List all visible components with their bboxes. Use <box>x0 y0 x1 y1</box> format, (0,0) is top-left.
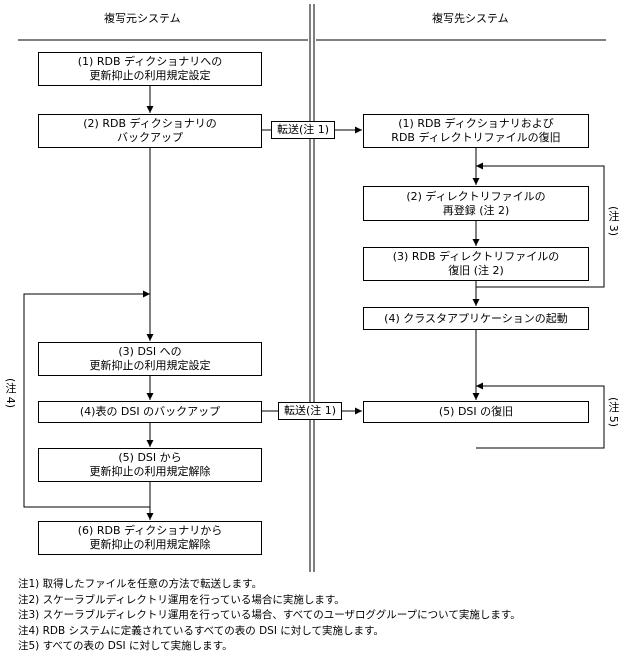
source-step-3: (3) DSI への 更新抑止の利用規定設定 <box>38 342 262 376</box>
target-system-header: 複写先システム <box>432 12 509 25</box>
footnote-5: 注5) すべての表の DSI に対して実施します。 <box>18 640 233 652</box>
source-step-6-line1: (6) RDB ディクショナリから <box>77 524 223 537</box>
footnote-4: 注4) RDB システムに定義されているすべての表の DSI に対して実施します… <box>18 624 384 637</box>
target-step-3-line1: (3) RDB ディレクトリファイルの <box>392 250 560 263</box>
target-step-3-line2: 復旧 (注 2) <box>448 264 504 277</box>
source-step-2-line2: バックアップ <box>117 131 183 144</box>
footnotes: 注1) 取得したファイルを任意の方法で転送します。 注2) スケーラブルディレク… <box>18 577 521 655</box>
loop-note5 <box>476 382 605 449</box>
target-step-5-line1: (5) DSI の復旧 <box>438 405 514 418</box>
source-step-6-line2: 更新抑止の利用規定解除 <box>89 538 211 551</box>
transfer-label-1: 転送(注 1) <box>271 121 335 139</box>
source-step-4: (4)表の DSI のバックアップ <box>38 401 262 423</box>
transfer-label-2: 転送(注 1) <box>278 402 342 420</box>
footnote-1: 注1) 取得したファイルを任意の方法で転送します。 <box>18 578 263 590</box>
target-step-5: (5) DSI の復旧 <box>363 401 589 423</box>
source-step-3-line2: 更新抑止の利用規定設定 <box>89 359 211 372</box>
loop-note3 <box>476 162 605 288</box>
target-step-1: (1) RDB ディクショナリおよび RDB ディレクトリファイルの復旧 <box>363 114 589 148</box>
footnote-2: 注2) スケーラブルディレクトリ運用を行っている場合に実施します。 <box>18 593 345 606</box>
source-step-4-line1: (4)表の DSI のバックアップ <box>79 405 221 418</box>
target-step-4: (4) クラスタアプリケーションの起動 <box>363 307 589 330</box>
target-step-1-line1: (1) RDB ディクショナリおよび <box>398 117 554 130</box>
source-system-header: 複写元システム <box>104 12 181 25</box>
target-step-3: (3) RDB ディレクトリファイルの 復旧 (注 2) <box>363 247 589 281</box>
source-step-1-line2: 更新抑止の利用規定設定 <box>89 69 211 82</box>
source-step-3-line1: (3) DSI への <box>118 345 182 358</box>
target-step-2: (2) ディレクトリファイルの 再登録 (注 2) <box>363 186 589 221</box>
footnote-3: 注3) スケーラブルディレクトリ運用を行っている場合、すべてのユーザロググループ… <box>18 609 521 621</box>
loop-label-note5: (注 5) <box>607 397 620 428</box>
target-step-2-line1: (2) ディレクトリファイルの <box>406 189 546 203</box>
target-step-2-line2: 再登録 (注 2) <box>442 203 510 217</box>
loop-label-note4: (注 4) <box>4 378 17 409</box>
source-step-2-line1: (2) RDB ディクショナリの <box>83 117 217 130</box>
source-step-5-line1: (5) DSI から <box>118 451 182 464</box>
loop-note4 <box>23 290 150 508</box>
loop-label-note3: (注 3) <box>607 206 620 237</box>
source-step-6: (6) RDB ディクショナリから 更新抑止の利用規定解除 <box>38 521 262 555</box>
source-step-2: (2) RDB ディクショナリの バックアップ <box>38 114 262 148</box>
source-step-1: (1) RDB ディクショナリへの 更新抑止の利用規定設定 <box>38 52 262 86</box>
source-step-5-line2: 更新抑止の利用規定解除 <box>89 465 211 478</box>
source-step-1-line1: (1) RDB ディクショナリへの <box>77 55 223 68</box>
source-step-5: (5) DSI から 更新抑止の利用規定解除 <box>38 448 262 482</box>
target-step-1-line2: RDB ディレクトリファイルの復旧 <box>391 131 561 144</box>
target-step-4-line1: (4) クラスタアプリケーションの起動 <box>384 311 568 325</box>
